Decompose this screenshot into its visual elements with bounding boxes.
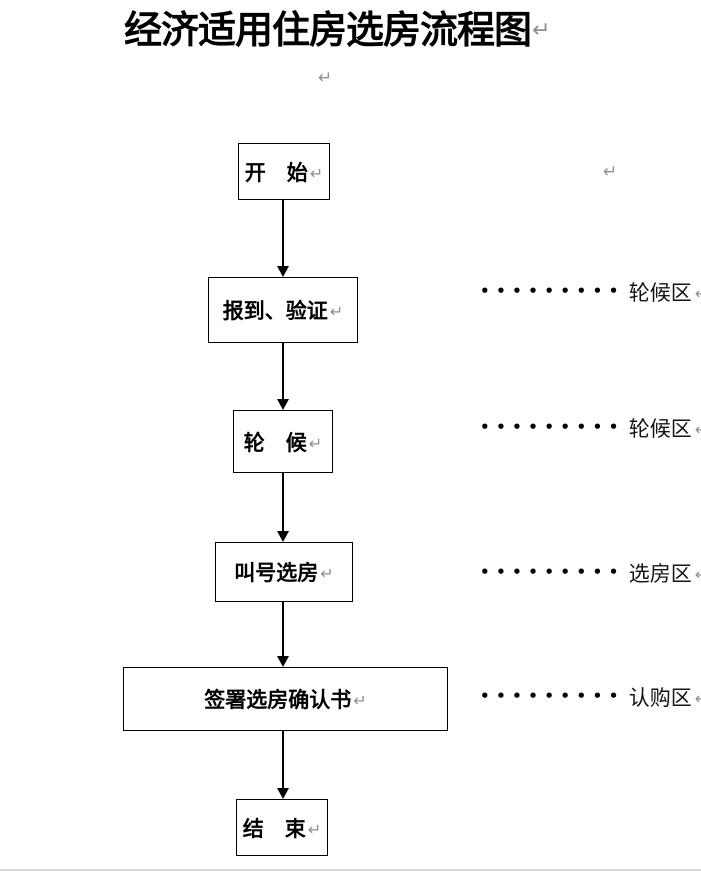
zone-annotation-waiting-1: ••••••••• 轮候区 ↵ — [480, 277, 701, 307]
dotted-leader: ••••••••• — [480, 686, 625, 705]
arrowhead-down-icon — [277, 266, 289, 277]
arrow-shaft — [282, 602, 284, 658]
page-bottom-divider — [0, 869, 701, 871]
arrow-down-connector — [277, 343, 289, 410]
flow-node-label: 签署选房确认书 — [204, 688, 352, 712]
paragraph-mark-icon: ↵ — [695, 689, 701, 708]
dotted-leader: ••••••••• — [480, 562, 625, 581]
paragraph-mark-icon: ↵ — [307, 819, 322, 839]
zone-annotation-selection: ••••••••• 选房区 ↵ — [480, 558, 701, 588]
flow-node-checkin-verify[interactable]: 报到、验证↵ — [208, 277, 358, 343]
flow-node-end[interactable]: 结 束↵ — [236, 799, 328, 856]
zone-annotation-purchase: ••••••••• 认购区 ↵ — [480, 682, 701, 712]
paragraph-mark-icon: ↵ — [695, 284, 701, 303]
flow-node-label: 报到、验证 — [222, 299, 328, 323]
arrow-shaft — [282, 731, 284, 790]
paragraph-mark-icon: ↵ — [329, 302, 344, 321]
flow-node-queue[interactable]: 轮 候↵ — [233, 410, 333, 473]
dotted-leader: ••••••••• — [480, 417, 625, 436]
arrowhead-down-icon — [277, 788, 289, 799]
paragraph-mark-icon: ↵ — [318, 68, 333, 88]
arrow-shaft — [282, 343, 284, 401]
zone-label: 轮候区 — [628, 281, 692, 305]
arrowhead-down-icon — [277, 656, 289, 667]
zone-label: 认购区 — [628, 686, 692, 710]
flow-node-start[interactable]: 开 始↵ — [238, 143, 330, 200]
paragraph-mark-icon: ↵ — [353, 691, 367, 710]
paragraph-mark-icon: ↵ — [532, 18, 551, 43]
flow-node-label: 轮 候 — [243, 430, 307, 455]
dotted-leader: ••••••••• — [480, 281, 625, 300]
arrow-down-connector — [277, 731, 289, 799]
paragraph-mark-icon: ↵ — [308, 433, 323, 453]
paragraph-mark-icon: ↵ — [309, 163, 324, 183]
arrowhead-down-icon — [277, 531, 289, 542]
arrow-shaft — [282, 200, 284, 268]
arrow-down-connector — [277, 473, 289, 542]
page-title: 经济适用住房选房流程图 — [124, 10, 532, 52]
flow-node-call-number[interactable]: 叫号选房↵ — [215, 542, 353, 602]
flow-node-label: 结 束 — [242, 816, 306, 841]
paragraph-mark-icon: ↵ — [695, 565, 701, 584]
arrow-down-connector — [277, 200, 289, 277]
arrow-shaft — [282, 473, 284, 533]
title-row: 经济适用住房选房流程图↵ — [124, 10, 550, 54]
arrowhead-down-icon — [277, 399, 289, 410]
paragraph-mark-icon: ↵ — [695, 420, 701, 439]
zone-annotation-waiting-2: ••••••••• 轮候区 ↵ — [480, 413, 701, 443]
paragraph-mark-icon: ↵ — [603, 162, 618, 182]
zone-label: 轮候区 — [628, 417, 692, 441]
flow-node-sign-confirmation[interactable]: 签署选房确认书↵ — [123, 667, 448, 731]
arrow-down-connector — [277, 602, 289, 667]
paragraph-mark-icon: ↵ — [320, 564, 334, 583]
flow-node-label: 叫号选房 — [234, 561, 319, 585]
zone-label: 选房区 — [628, 562, 692, 586]
flow-node-label: 开 始 — [244, 160, 308, 185]
